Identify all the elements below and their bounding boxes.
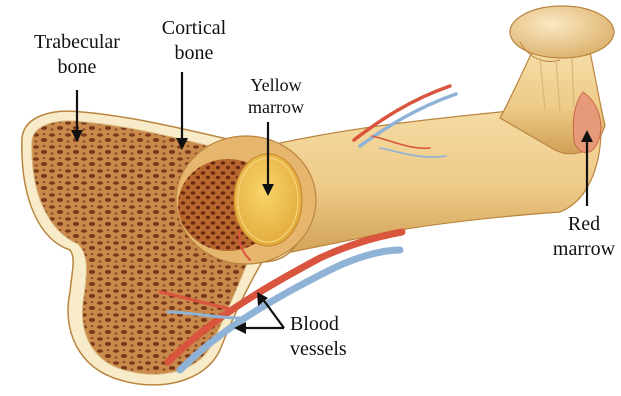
trabecular-bone-label: Trabecular bone (22, 30, 132, 80)
yellow-marrow-label-line2: marrow (238, 96, 314, 118)
cortical-bone-label-line2: bone (148, 41, 240, 66)
yellow-marrow-label-line1: Yellow (238, 74, 314, 96)
blood-vessels-label-line2: vessels (290, 337, 370, 362)
cortical-bone-label-line1: Cortical (148, 16, 240, 41)
red-marrow-label-line2: marrow (546, 237, 621, 262)
cortical-bone-label: Cortical bone (148, 16, 240, 66)
trabecular-bone-label-line2: bone (22, 55, 132, 80)
trabecular-bone-label-line1: Trabecular (22, 30, 132, 55)
red-marrow-label: Red marrow (546, 212, 621, 262)
red-marrow-label-line1: Red (546, 212, 621, 237)
blood-vessels-label: Blood vessels (290, 312, 370, 362)
blood-vessels-label-line1: Blood (290, 312, 370, 337)
yellow-marrow-label: Yellow marrow (238, 74, 314, 118)
